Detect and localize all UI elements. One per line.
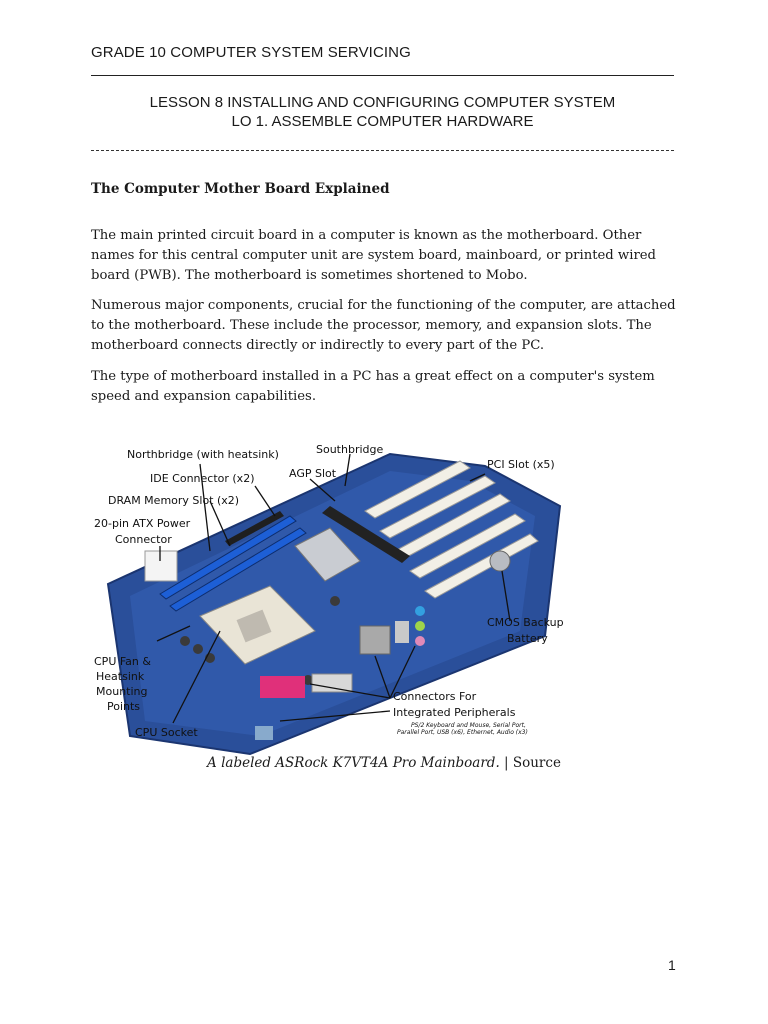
atx-power-connector [144,550,178,582]
section-heading: The Computer Mother Board Explained [91,181,390,197]
dram-slots [159,515,307,612]
cmos-battery [489,550,511,572]
caption-text: A labeled ASRock K7VT4A Pro Mainboard. [207,755,500,771]
label-cmos-backup: CMOS Backup [487,616,564,629]
label-mounting: Mounting [96,685,148,698]
io-connectors [255,606,425,740]
label-northbridge: Northbridge (with heatsink) [127,448,279,461]
label-atx-power: 20-pin ATX Power [94,517,191,530]
figure-caption: A labeled ASRock K7VT4A Pro Mainboard. |… [0,755,768,771]
paragraph-3: The type of motherboard installed in a P… [91,369,655,404]
paragraph-1: The main printed circuit board in a comp… [91,228,656,283]
label-cmos-battery: Battery [507,632,548,645]
ide-connector [225,511,284,546]
label-southbridge: Southbridge [316,443,383,456]
section-divider [91,150,674,151]
label-integrated-peripherals: Integrated Peripherals [393,706,516,719]
motherboard-diagram: Northbridge (with heatsink) Southbridge … [94,443,564,756]
agp-slot [322,506,410,563]
northbridge-heatsink [294,527,361,582]
label-peripherals-detail-1: PS/2 Keyboard and Mouse, Serial Port, [411,722,526,729]
page-number: 1 [668,957,676,973]
caption-source-link[interactable]: | Source [499,755,561,771]
label-atx-connector: Connector [115,533,172,546]
label-peripherals-detail-2: Parallel Port, USB (x6), Ethernet, Audio… [397,729,528,736]
label-cpu-fan: CPU Fan & [94,655,151,668]
label-agp-slot: AGP Slot [289,467,337,480]
pci-slots [364,460,539,599]
label-connectors-for: Connectors For [393,690,477,703]
learning-outcome-title: LO 1. ASSEMBLE COMPUTER HARDWARE [231,113,534,130]
header-divider [91,75,674,76]
label-dram-slot: DRAM Memory Slot (x2) [108,494,239,507]
label-pci-slot: PCI Slot (x5) [487,458,555,471]
label-heatsink: Heatsink [96,670,145,683]
document-header-title: GRADE 10 COMPUTER SYSTEM SERVICING [91,44,411,61]
paragraph-2: Numerous major components, crucial for t… [91,298,676,353]
label-ide-connector: IDE Connector (x2) [150,472,254,485]
label-cpu-socket: CPU Socket [135,726,198,739]
lesson-title: LESSON 8 INSTALLING AND CONFIGURING COMP… [149,94,616,111]
label-points: Points [107,700,140,713]
motherboard-figure: Northbridge (with heatsink) Southbridge … [90,436,680,756]
